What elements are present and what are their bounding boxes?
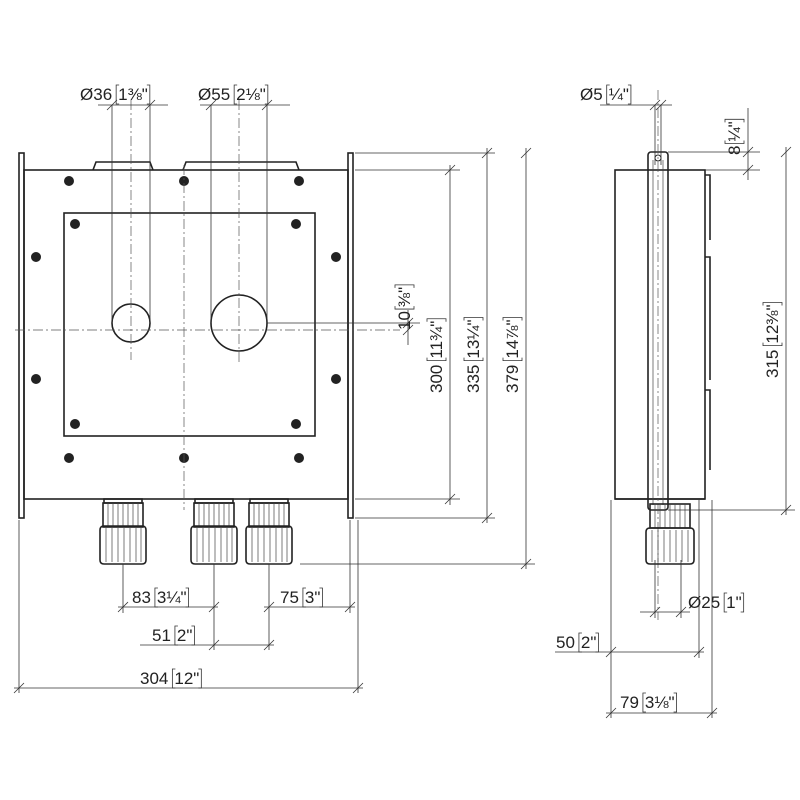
inch-bracket	[578, 632, 599, 653]
side-view	[614, 90, 711, 620]
screw	[331, 252, 341, 262]
inch-bracket	[463, 317, 484, 362]
label-h300: 30011¾"	[427, 321, 446, 393]
inch-w79: 3⅛"	[645, 693, 675, 712]
top-lug-left	[92, 161, 154, 171]
screw	[294, 453, 304, 463]
inch-w83: 3¼"	[157, 588, 187, 607]
screw	[291, 219, 301, 229]
inch-bracket	[233, 84, 269, 105]
box-outer	[23, 169, 349, 500]
inch-h335: 13¼"	[464, 320, 483, 359]
inch-bracket	[724, 118, 745, 144]
inch-bracket	[723, 592, 745, 613]
screw	[64, 176, 74, 186]
screw	[179, 176, 189, 186]
fitting-middle	[190, 498, 238, 565]
inch-w51: 2"	[177, 626, 193, 645]
inch-d36: 1⅜"	[118, 85, 148, 104]
label-d8: 8¼"	[725, 121, 744, 155]
top-lug-right	[182, 161, 300, 171]
label-h315: 31512⅜"	[763, 305, 782, 379]
inch-d5: ¼"	[609, 85, 629, 104]
label-d10: 10⅜"	[395, 287, 414, 330]
side-fitting	[645, 503, 695, 565]
inch-bracket	[115, 84, 151, 105]
inch-bracket	[502, 317, 523, 362]
side-body	[614, 169, 706, 500]
inch-h315: 12⅜"	[763, 305, 782, 344]
inch-w50: 2"	[581, 633, 597, 652]
screw	[31, 252, 41, 262]
screw	[64, 453, 74, 463]
inch-w75: 3"	[305, 588, 321, 607]
inch-h300: 11¾"	[427, 321, 446, 359]
screw	[331, 374, 341, 384]
screw	[31, 374, 41, 384]
box-inner-frame	[63, 212, 316, 437]
inch-bracket	[174, 625, 195, 646]
screw	[291, 419, 301, 429]
fitting-right	[245, 498, 293, 565]
inch-bracket	[642, 692, 677, 713]
inch-bracket	[171, 668, 202, 689]
inch-d55: 2⅛"	[236, 85, 266, 104]
screw	[294, 176, 304, 186]
inch-d25: 1"	[726, 593, 742, 612]
inch-h379: 14⅞"	[503, 320, 522, 359]
label-h335: 33513¼"	[464, 320, 483, 394]
inch-bracket	[426, 318, 447, 362]
screw	[70, 419, 80, 429]
inch-bracket	[394, 284, 415, 310]
inch-w304: 12"	[174, 669, 199, 688]
inch-d10: ⅜"	[395, 287, 414, 307]
inch-d8: ¼"	[725, 121, 744, 141]
inch-bracket	[154, 587, 189, 608]
inch-bracket	[762, 302, 783, 347]
fitting-left	[99, 498, 147, 565]
screws	[31, 176, 341, 463]
front-view	[15, 100, 400, 565]
label-h379: 37914⅞"	[503, 320, 522, 394]
inch-bracket	[302, 587, 323, 608]
screw	[70, 219, 80, 229]
inch-bracket	[606, 84, 632, 105]
